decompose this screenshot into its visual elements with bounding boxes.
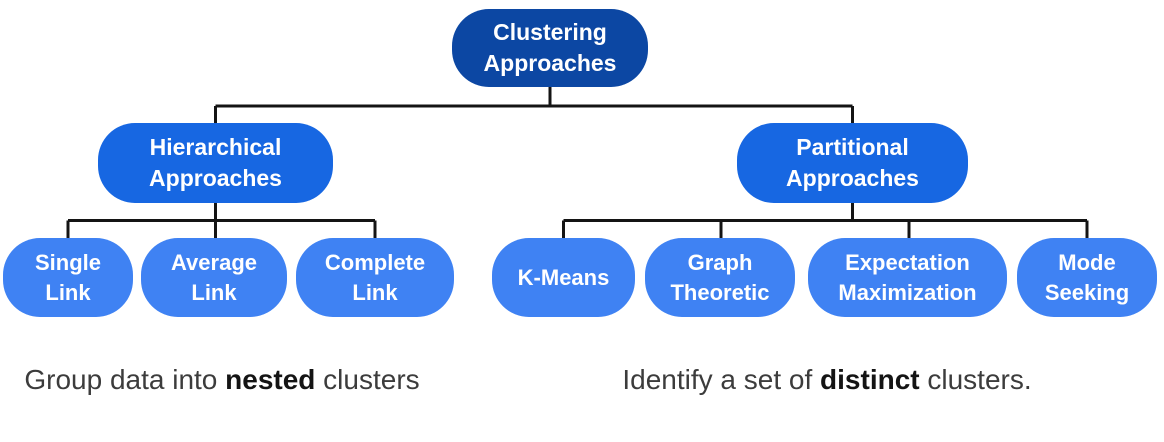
- node-hierarchical-approaches-label: Hierarchical Approaches: [149, 134, 282, 191]
- caption-hierarchical-prefix: Group data into: [24, 364, 226, 395]
- node-mode-seeking-label: Mode Seeking: [1044, 249, 1130, 305]
- node-clustering-approaches-label: Clustering Approaches: [483, 19, 617, 76]
- node-expectation-maximization: Expectation Maximization: [808, 238, 1007, 317]
- connector-hierarchical-children: [66, 202, 377, 239]
- caption-hierarchical: Group data into nested clusters: [24, 363, 419, 396]
- node-mode-seeking: Mode Seeking: [1017, 238, 1157, 317]
- node-graph-theoretic: Graph Theoretic: [645, 238, 795, 317]
- node-clustering-approaches: Clustering Approaches: [452, 9, 648, 87]
- caption-hierarchical-suffix: clusters: [315, 364, 420, 395]
- caption-hierarchical-bold: nested: [225, 364, 316, 395]
- caption-partitional-prefix: Identify a set of: [622, 364, 821, 395]
- node-hierarchical-approaches: Hierarchical Approaches: [98, 123, 333, 203]
- node-average-link: Average Link: [141, 238, 287, 317]
- caption-partitional: Identify a set of distinct clusters.: [622, 363, 1031, 396]
- node-k-means-label: K-Means: [517, 264, 610, 290]
- node-single-link-label: Single Link: [34, 249, 101, 305]
- node-k-means: K-Means: [492, 238, 635, 317]
- node-partitional-approaches-label: Partitional Approaches: [786, 134, 919, 191]
- connector-root-branch: [214, 86, 854, 124]
- node-graph-theoretic-label: Graph Theoretic: [670, 249, 770, 305]
- node-partitional-approaches: Partitional Approaches: [737, 123, 968, 203]
- caption-partitional-suffix: clusters.: [919, 364, 1032, 395]
- node-average-link-label: Average Link: [170, 249, 257, 305]
- node-complete-link-label: Complete Link: [324, 249, 426, 305]
- node-expectation-maximization-label: Expectation Maximization: [838, 249, 977, 305]
- caption-partitional-bold: distinct: [820, 364, 920, 395]
- node-complete-link: Complete Link: [296, 238, 454, 317]
- node-single-link: Single Link: [3, 238, 133, 317]
- connector-partitional-children: [562, 202, 1089, 239]
